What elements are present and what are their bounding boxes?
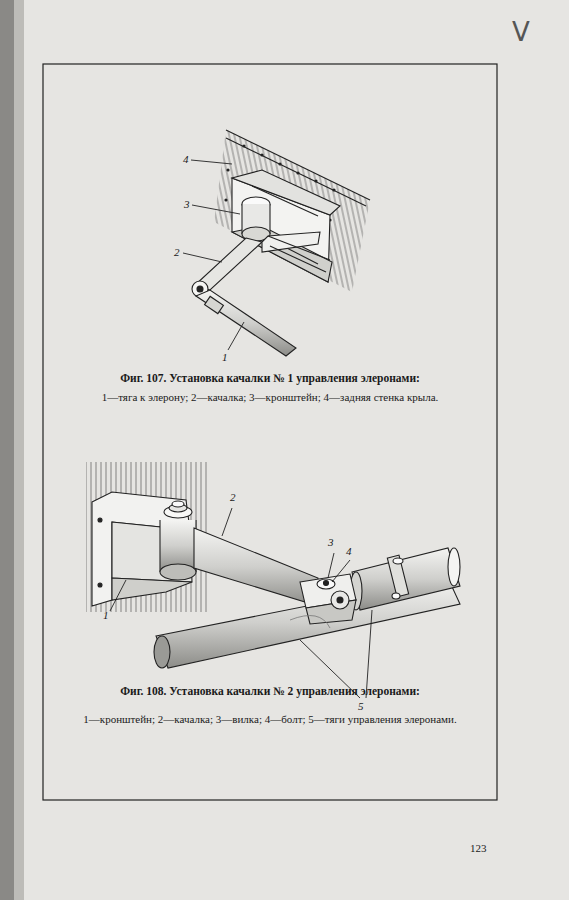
callout-number: 2: [174, 246, 180, 258]
leader-lines: [110, 160, 372, 698]
figure-caption: Фиг. 108. Установка качалки № 2 управлен…: [50, 685, 490, 698]
callout-number: 1: [222, 351, 228, 363]
fig107-drawing: [192, 130, 370, 356]
callout-number: 5: [358, 700, 364, 712]
figure-legend: 1—кронштейн; 2—качалка; 3—вилка; 4—болт;…: [50, 713, 490, 725]
callout-number: 4: [346, 545, 352, 557]
figure-legend: 1—тяга к элерону; 2—качалка; 3—кронштейн…: [50, 391, 490, 403]
callout-number: 1: [103, 609, 109, 621]
callout-number: 3: [328, 536, 334, 548]
figure-caption: Фиг. 107. Установка качалки № 1 управлен…: [50, 372, 490, 385]
callout-number: 3: [184, 198, 190, 210]
handwritten-mark: V: [512, 18, 530, 47]
page-shadow: [0, 0, 14, 900]
page-number: 123: [470, 842, 487, 854]
callout-number: 2: [230, 491, 236, 503]
callout-number: 4: [183, 153, 189, 165]
page-shadow: [14, 0, 24, 900]
page-frame: [43, 64, 497, 800]
fig108-drawing: [86, 462, 460, 668]
